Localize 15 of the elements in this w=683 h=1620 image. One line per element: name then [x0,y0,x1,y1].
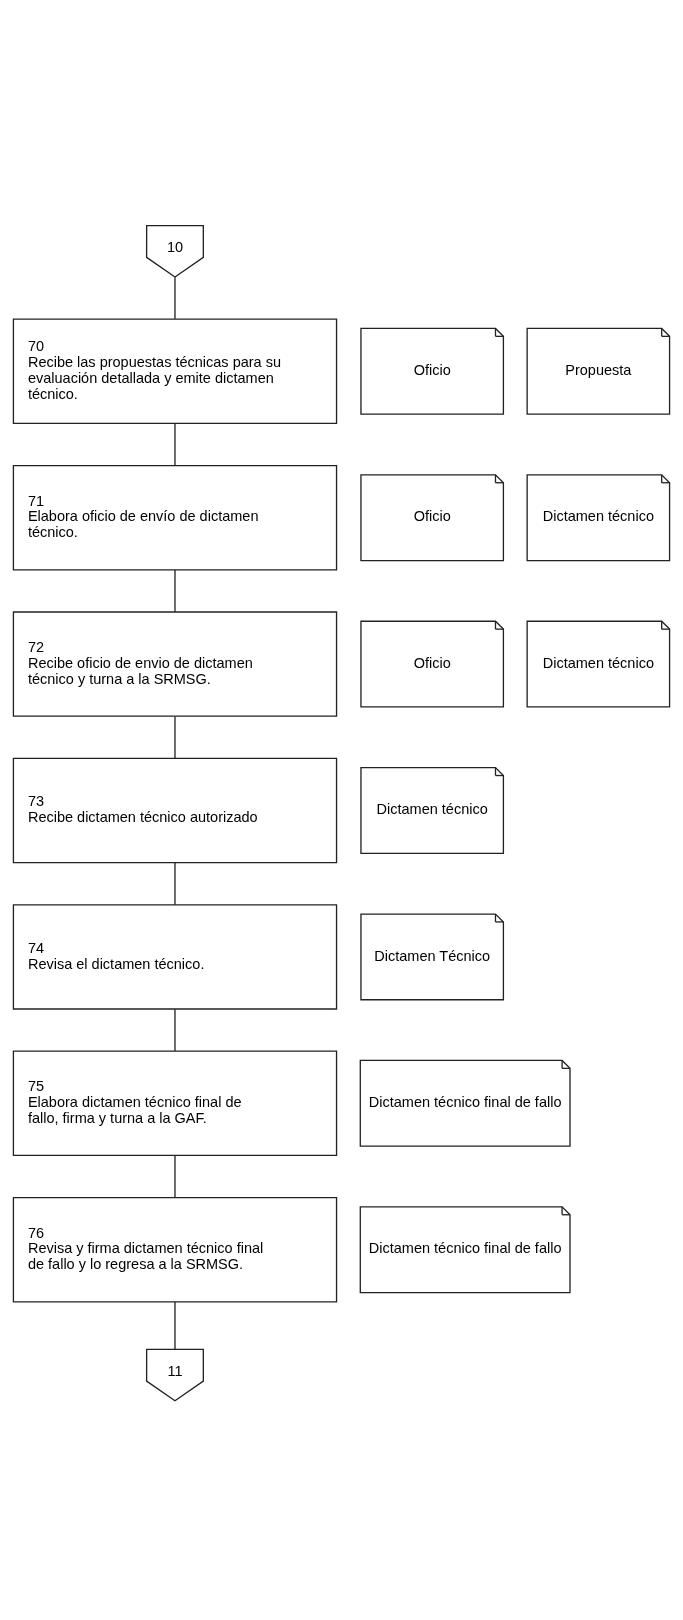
connector [174,568,176,612]
node-box: 70 Recibe las propuestas técnicas para su evaluación detallada y emite dictamen técnico. [12,318,338,424]
connector [174,861,176,905]
connector [174,1154,176,1198]
node-box: 74 Revisa el dictamen técnico. [12,903,338,1010]
connector [174,422,176,466]
connector [174,715,176,759]
node-box: 75 Elabora dictamen técnico final de fallo, firma y turna a la GAF. [12,1050,338,1156]
node-box: 71 Elabora oficio de envío de dictamen técnico. [12,464,338,570]
node-box: 73 Recibe dictamen técnico autorizado [12,757,338,863]
node-box: 76 Revisa y firma dictamen técnico final de fallo y lo regresa a la SRMSG. [12,1196,338,1302]
connector [174,1008,176,1052]
node-box: 72 Recibe oficio de envio de dictamen técnico y turna a la SRMSG. [12,610,338,717]
connector [174,276,176,319]
connector [174,1300,176,1350]
